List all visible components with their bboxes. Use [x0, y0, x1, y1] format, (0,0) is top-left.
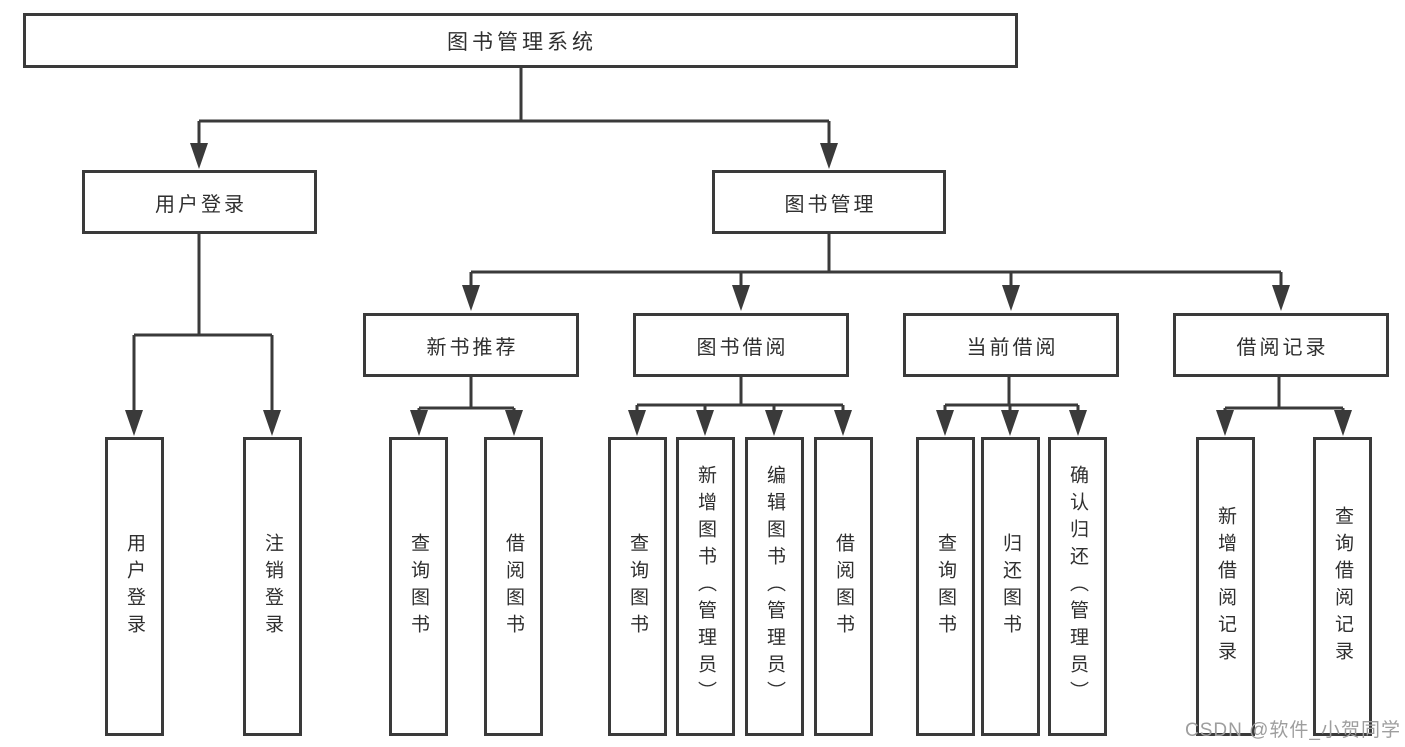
leaf-edit-books-admin-label: 编辑图书（管理员）: [764, 465, 785, 708]
leaf-query-borrow-record: 查询借阅记录: [1313, 437, 1372, 736]
leaf-add-books-admin: 新增图书（管理员）: [676, 437, 735, 736]
leaf-borrow-books: 借阅图书: [814, 437, 873, 736]
leaf-add-borrow-record: 新增借阅记录: [1196, 437, 1255, 736]
node-current-borrow-label: 当前借阅: [966, 336, 1059, 359]
leaf-query-borrow-record-label: 查询借阅记录: [1332, 505, 1353, 668]
leaf-recommend-borrow-books: 借阅图书: [484, 437, 543, 736]
node-book-borrow-label: 图书借阅: [696, 336, 789, 359]
leaf-user-login: 用户登录: [105, 437, 164, 736]
node-borrow-records: 借阅记录: [1173, 313, 1389, 377]
leaf-user-login-label: 用户登录: [124, 532, 145, 641]
leaf-edit-books-admin: 编辑图书（管理员）: [745, 437, 804, 736]
node-new-book-recommend: 新书推荐: [363, 313, 579, 377]
node-current-borrow: 当前借阅: [903, 313, 1119, 377]
leaf-current-query-books-label: 查询图书: [935, 532, 956, 641]
leaf-logout: 注销登录: [243, 437, 302, 736]
leaf-logout-label: 注销登录: [262, 532, 283, 641]
node-user-login-label: 用户登录: [155, 193, 247, 216]
leaf-borrow-query-books-label: 查询图书: [627, 532, 648, 641]
leaf-confirm-return-admin-label: 确认归还（管理员）: [1067, 465, 1088, 708]
leaf-add-books-admin-label: 新增图书（管理员）: [695, 465, 716, 708]
leaf-current-query-books: 查询图书: [916, 437, 975, 736]
node-book-management-label: 图书管理: [784, 193, 877, 216]
node-new-book-recommend-label: 新书推荐: [426, 336, 519, 359]
watermark: CSDN @软件_小贺同学: [1185, 720, 1401, 741]
leaf-add-borrow-record-label: 新增借阅记录: [1215, 505, 1236, 668]
node-root: 图书管理系统: [23, 13, 1018, 68]
node-root-label: 图书管理系统: [447, 30, 597, 54]
leaf-recommend-query-books-label: 查询图书: [408, 532, 429, 641]
leaf-confirm-return-admin: 确认归还（管理员）: [1048, 437, 1107, 736]
leaf-borrow-query-books: 查询图书: [608, 437, 667, 736]
leaf-recommend-query-books: 查询图书: [389, 437, 448, 736]
down-arrowhead-icon: [125, 143, 1352, 436]
node-book-management: 图书管理: [712, 170, 946, 234]
leaf-return-books-label: 归还图书: [1000, 532, 1021, 641]
node-borrow-records-label: 借阅记录: [1236, 336, 1329, 359]
leaf-borrow-books-label: 借阅图书: [833, 532, 854, 641]
node-book-borrow: 图书借阅: [633, 313, 849, 377]
leaf-recommend-borrow-books-label: 借阅图书: [503, 532, 524, 641]
leaf-return-books: 归还图书: [981, 437, 1040, 736]
node-user-login: 用户登录: [82, 170, 317, 234]
